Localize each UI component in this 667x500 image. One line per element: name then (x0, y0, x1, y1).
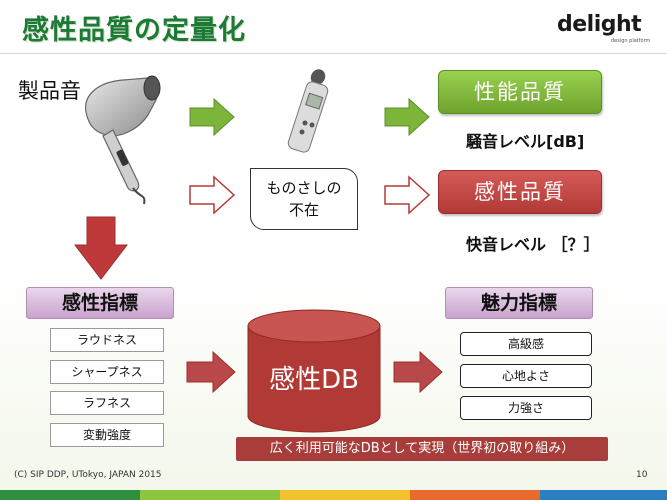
scale-absent-box: ものさしの 不在 (250, 168, 358, 230)
page-number: 10 (636, 470, 648, 480)
attraction-index-item: 力強さ (460, 396, 592, 420)
attraction-index-item: 高級感 (460, 332, 592, 356)
sensory-index-item: ラウドネス (50, 328, 164, 352)
hair-dryer-icon (85, 75, 161, 205)
sound-level-meter-icon (287, 69, 329, 153)
footer-color-bar (0, 490, 667, 500)
page-title: 感性品質の定量化 (22, 15, 246, 46)
database-cylinder-icon: 感性DB (247, 309, 381, 433)
green-arrow-2 (384, 97, 430, 137)
db-label: 感性DB (269, 365, 359, 395)
attraction-index-item: 心地よさ (460, 364, 592, 388)
noise-level-label: 騒音レベル[dB] (466, 132, 585, 151)
sensory-index-item: 変動強度 (50, 423, 164, 447)
delight-logo: delight design platform (555, 12, 655, 48)
title-divider (0, 53, 667, 54)
performance-quality-box: 性能品質 (438, 70, 602, 114)
logo-text: delight (557, 12, 642, 37)
attraction-index-header: 魅力指標 (445, 287, 593, 319)
pleasant-level-label: 快音レベル ［？］ (466, 235, 600, 254)
product-sound-label: 製品音 (18, 79, 81, 103)
sensory-quality-box: 感性品質 (438, 170, 602, 214)
sensory-index-item: ラフネス (50, 391, 164, 415)
scale-absent-line2: 不在 (288, 201, 319, 219)
sensory-index-header: 感性指標 (26, 287, 174, 319)
outline-arrow-1 (189, 175, 236, 215)
sensory-index-item: シャープネス (50, 360, 164, 384)
down-arrow (73, 216, 129, 280)
green-arrow-1 (189, 97, 235, 137)
caption-banner: 広く利用可能なDBとして実現（世界初の取り組み） (236, 437, 608, 461)
copyright-text: (C) SIP DDP, UTokyo, JAPAN 2015 (14, 470, 162, 480)
logo-subtitle: design platform (611, 38, 651, 44)
arrow-to-db (186, 350, 236, 394)
outline-arrow-2 (384, 175, 431, 215)
scale-absent-line1: ものさしの (266, 179, 342, 197)
arrow-from-db (393, 350, 443, 394)
